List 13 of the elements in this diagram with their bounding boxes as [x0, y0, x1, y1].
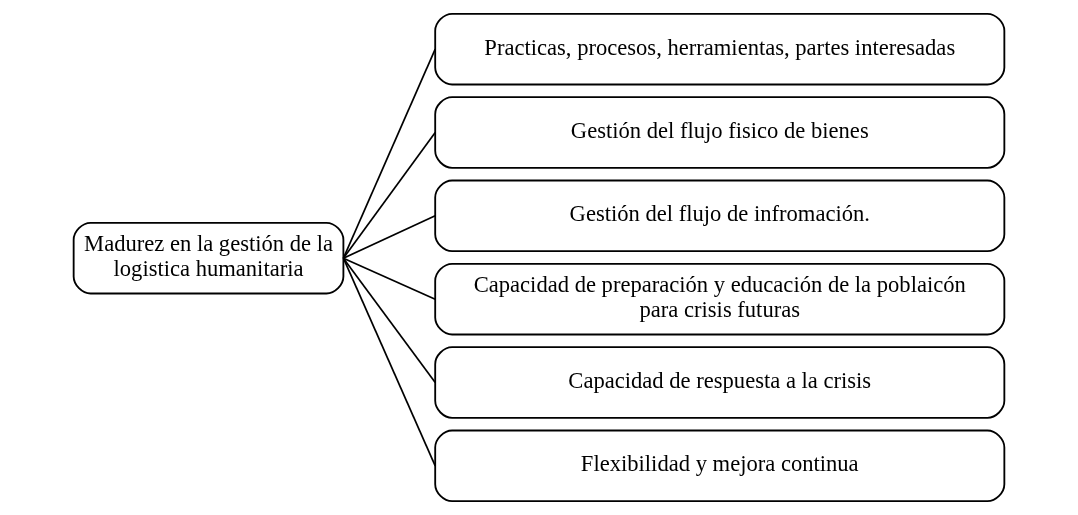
- connector: [342, 257, 437, 300]
- node-box: Capacidad de preparación y educación de la poblaicón para crisis futuras: [434, 262, 1006, 336]
- node-box: Gestión del flujo de infromación.: [434, 179, 1006, 253]
- node-box: Gestión del flujo fisico de bienes: [434, 96, 1006, 169]
- connector: [342, 257, 437, 384]
- node-box: Capacidad de respuesta a la crisis: [434, 346, 1006, 419]
- connector: [342, 215, 437, 260]
- node-box: Practicas, procesos, herramientas, partes interesadas: [434, 12, 1006, 86]
- connector: [342, 257, 437, 467]
- node-box: Flexibilidad y mejora continua: [434, 429, 1006, 503]
- connector: [342, 131, 437, 260]
- connector: [342, 48, 437, 260]
- node-box: Madurez en la gestión de la logistica humanitaria: [72, 222, 345, 295]
